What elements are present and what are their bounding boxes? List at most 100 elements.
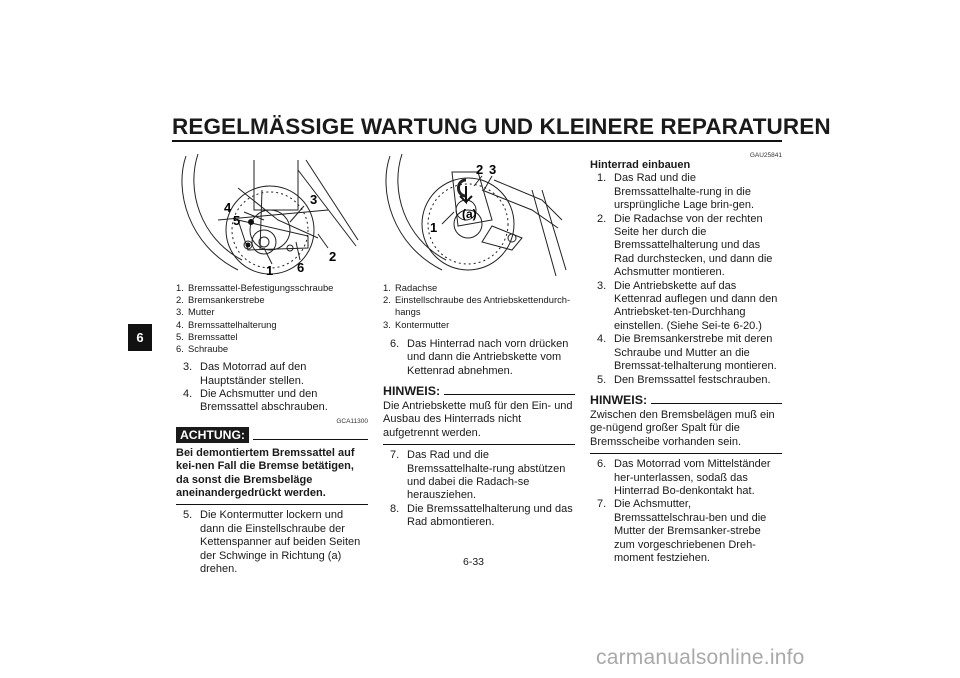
item-number: 5.	[176, 330, 184, 342]
item-text: Bremsankerstrebe	[188, 294, 265, 306]
figure2-caption: 1. Radachse 2. Einstellschraube des Antrie…	[383, 282, 575, 331]
column-2: 1. Radachse 2. Einstellschraube des Antrie…	[383, 282, 575, 530]
hinweis-heading: HINWEIS:	[590, 393, 782, 407]
page-number: 6-33	[463, 556, 485, 568]
callout: 1	[266, 263, 273, 278]
callout: 5	[233, 213, 240, 228]
list-item: 1.Das Rad und die Bremssattelhalte-rung …	[597, 172, 782, 212]
item-text: Das Rad und die Bremssattelhalte-rung ab…	[407, 449, 566, 502]
list-item: 5. Den Bremssattel festschrauben.	[597, 374, 782, 387]
item-number: 6.	[176, 343, 184, 355]
callout: 3	[489, 162, 496, 177]
item-text: Mutter	[188, 306, 215, 318]
item-number: 2.	[176, 294, 184, 306]
item-number: 5.	[597, 373, 607, 386]
heading-rule	[651, 402, 782, 404]
item-number: 3.	[176, 306, 184, 318]
item-number: 2.	[383, 294, 391, 306]
list-item: 8. Die Bremssattelhalterung und das Rad a…	[390, 503, 575, 530]
item-number: 7.	[390, 449, 400, 462]
steps-list: 3. Das Motorrad auf den Hauptständer stel…	[176, 361, 368, 415]
hinweis-text: Die Antriebskette muß für den Ein- und A…	[383, 400, 573, 439]
item-text: Bremssattel	[188, 330, 238, 342]
steps-list: 5. Die Kontermutter lockern und dann die …	[176, 509, 368, 576]
callout: 2	[476, 162, 483, 177]
item-text: Das Motorrad auf den Hauptständer stelle…	[200, 361, 307, 387]
item-text: Bremssattelhalterung	[188, 318, 277, 330]
steps-list: 7. Das Rad und die Bremssattelhalte-rung …	[383, 449, 575, 529]
reference-code: GCA11300	[336, 417, 368, 425]
item-text: Den Bremssattel festschrauben.	[614, 373, 771, 386]
hinweis-label: HINWEIS:	[383, 384, 441, 399]
figure-brake-caliper: 4 5 3 1 6 2	[181, 153, 359, 278]
section-rule	[590, 453, 782, 455]
list-item: 3. Mutter	[176, 306, 368, 318]
item-number: 1.	[383, 282, 391, 293]
item-text: Die Achsmutter und den Bremssattel absch…	[200, 388, 328, 414]
list-item: 2.Die Radachse von der rechten Seite her…	[597, 213, 782, 280]
steps-list: 1.Das Rad und die Bremssattelhalte-rung …	[590, 172, 782, 387]
item-number: 4.	[597, 333, 607, 346]
figure-chain-adjuster: 2 3 1 (a)	[385, 153, 567, 277]
callout: 4	[224, 200, 232, 215]
section-rule	[383, 444, 575, 446]
figure1-caption: 1. Bremssattel-Befestigungsschraube 2. Bre…	[176, 282, 368, 355]
achtung-heading: ACHTUNG:	[176, 426, 368, 443]
item-text: Die Bremssattelhalterung und das Rad abm…	[407, 502, 573, 529]
item-number: 6.	[597, 458, 607, 471]
item-text: Die Kontermutter lockern und dann die Ei…	[200, 509, 361, 576]
callout: (a)	[462, 207, 477, 221]
item-number: 1.	[176, 282, 184, 293]
item-text: Das Rad und die Bremssattelhalte-rung in…	[614, 172, 755, 212]
callout: 2	[329, 249, 336, 264]
page-title: REGELMÄSSIGE WARTUNG UND KLEINERE REPARA…	[172, 114, 831, 139]
reference-code: GAU25841	[749, 152, 782, 159]
watermark: carmanualsonline.info	[596, 646, 805, 669]
list-item: 4.Die Bremsankerstrebe mit deren Schraub…	[597, 333, 782, 373]
item-number: 3.	[383, 318, 391, 330]
column-1: 1. Bremssattel-Befestigungsschraube 2. Bre…	[176, 282, 368, 577]
item-text: Die Radachse von der rechten Seite her d…	[614, 212, 773, 279]
list-item: 5. Die Kontermutter lockern und dann die …	[183, 509, 368, 576]
chapter-tab: 6	[128, 324, 152, 351]
list-item: 3.Kontermutter	[383, 319, 575, 331]
heading-rule	[444, 394, 575, 396]
list-item: 6. Schraube	[176, 343, 368, 355]
list-item: 3. Das Motorrad auf den Hauptständer stel…	[183, 361, 368, 388]
section-heading: Hinterrad einbauen	[590, 159, 691, 171]
list-item: 7. Die Achsmutter, Bremssattelschrau-ben …	[597, 498, 782, 565]
item-number: 7.	[597, 498, 607, 511]
list-item: 4. Die Achsmutter und den Bremssattel abs…	[183, 388, 368, 415]
list-item: 7. Das Rad und die Bremssattelhalte-rung …	[390, 449, 575, 503]
item-text: Einstellschraube des Antriebskettendurch…	[395, 294, 571, 318]
title-rule	[172, 140, 782, 142]
list-item: 1. Bremssattel-Befestigungsschraube	[176, 282, 368, 294]
hinweis-label: HINWEIS:	[590, 392, 648, 407]
item-number: 4.	[183, 388, 193, 401]
item-number: 3.	[183, 361, 193, 374]
item-text: Radachse	[395, 282, 438, 293]
item-number: 6.	[390, 337, 400, 350]
item-text: Bremssattel-Befestigungsschraube	[188, 282, 334, 293]
item-number: 5.	[183, 509, 193, 522]
item-number: 8.	[390, 502, 400, 515]
steps-list: 6. Das Motorrad vom Mittelständer her-unt…	[590, 458, 782, 565]
achtung-label: ACHTUNG:	[176, 426, 249, 443]
list-item: 5. Bremssattel	[176, 331, 368, 343]
column-3: GAU25841 Hinterrad einbauen 1.Das Rad un…	[590, 152, 782, 565]
item-text: Das Motorrad vom Mittelständer her-unter…	[614, 458, 771, 497]
hinweis-text: Zwischen den Bremsbelägen muß ein ge-nüg…	[590, 408, 775, 448]
list-item: 3. Die Antriebskette auf das Kettenrad au…	[597, 280, 782, 334]
item-text: Die Achsmutter, Bremssattelschrau-ben un…	[614, 498, 767, 564]
callout: 3	[310, 192, 317, 207]
item-number: 4.	[176, 318, 184, 330]
item-text: Die Antriebskette auf das Kettenrad aufl…	[614, 279, 778, 332]
list-item: 2. Bremsankerstrebe	[176, 294, 368, 306]
list-item: 4. Bremssattelhalterung	[176, 319, 368, 331]
steps-list: 6.Das Hinterrad nach vorn drücken und da…	[383, 338, 575, 378]
hinweis-heading: HINWEIS:	[383, 384, 575, 398]
callout: 1	[430, 220, 437, 235]
item-number: 3.	[597, 279, 607, 292]
list-item: 6. Das Motorrad vom Mittelständer her-unt…	[597, 458, 782, 498]
item-text: Schraube	[188, 343, 229, 355]
